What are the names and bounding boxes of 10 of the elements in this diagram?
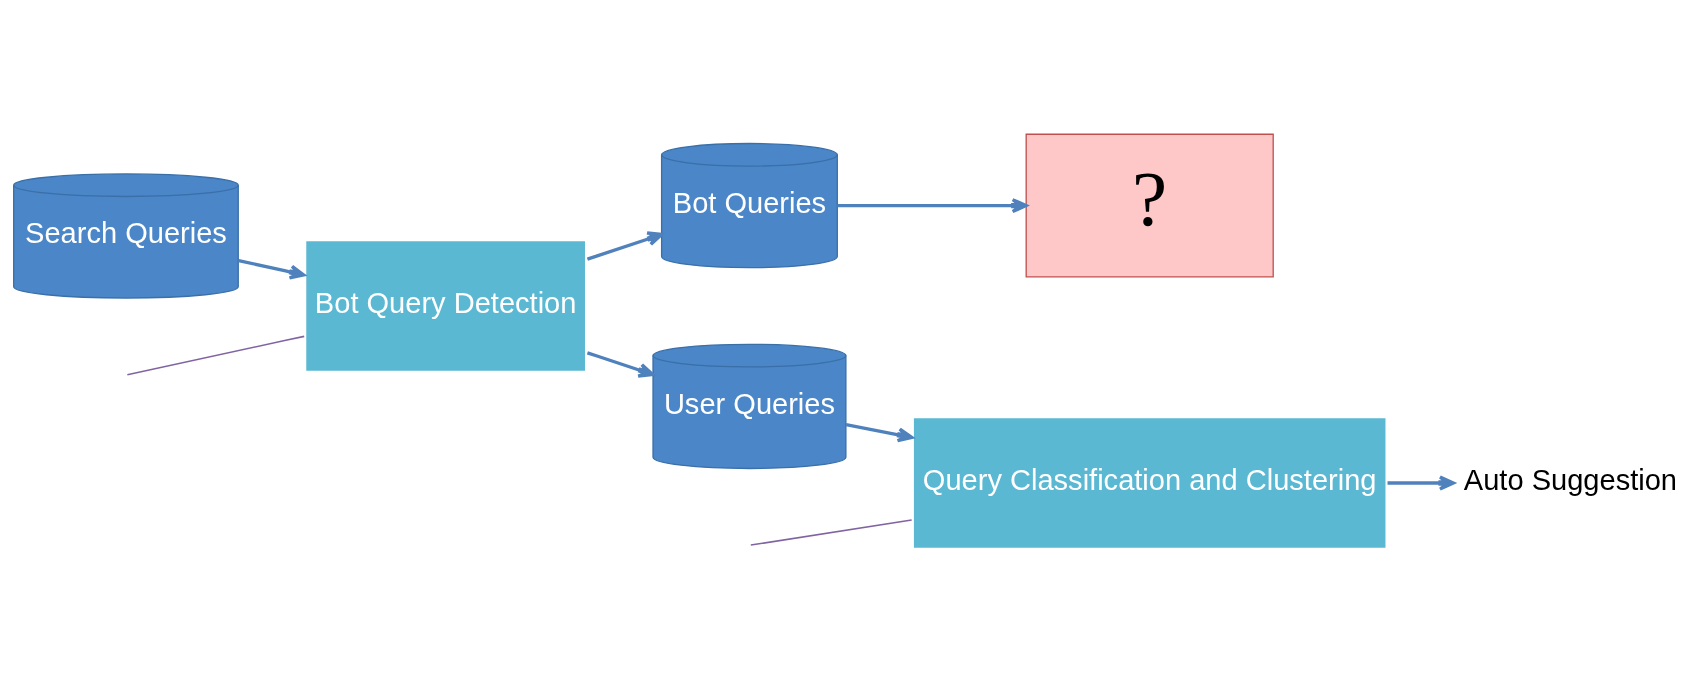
arrow [837,197,1028,213]
node-box: ? [1025,133,1274,278]
arrow [238,258,306,280]
connector [750,518,913,546]
connector [126,335,305,375]
arrow [1387,474,1455,491]
arrow [586,350,655,378]
arrow [845,422,914,442]
node-text: Auto Suggestion [1463,463,1677,496]
arrow [586,230,664,261]
